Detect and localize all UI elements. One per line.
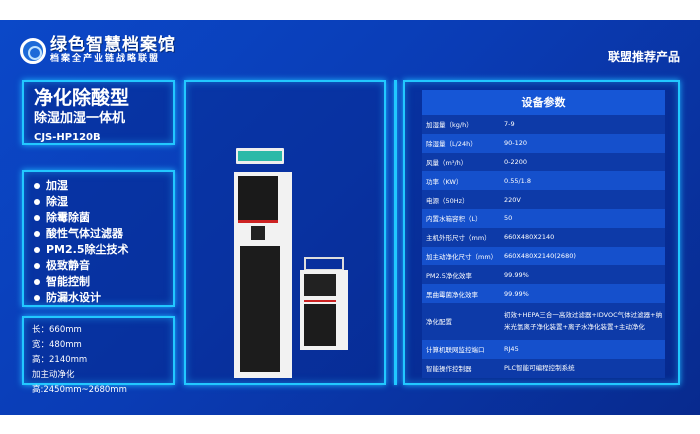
product-name: 净化除酸型 [34, 87, 130, 109]
spec-value: 50 [504, 214, 513, 223]
spec-value: 99.99% [504, 289, 529, 298]
main-unit [234, 148, 292, 378]
spec-value: 99.99% [504, 270, 529, 279]
spec-value: 220V [504, 195, 521, 204]
product-image [234, 148, 348, 378]
table-row: 电源（50Hz） 220V [422, 190, 665, 209]
table-row: PM2.5净化效率 99.99% [422, 265, 665, 285]
spec-value: 0.55/1.8 [504, 176, 531, 185]
table-row: 净化配置 初效+HEPA三合一高效过滤器+IDVOC气体过滤器+纳米光氢离子净化装… [422, 302, 665, 340]
specs-title: 设备参数 [422, 90, 665, 115]
divider [394, 80, 397, 385]
spec-value: 7-9 [504, 120, 515, 129]
feature-item: 除霉除菌 [34, 210, 163, 226]
spec-value: 90-120 [504, 139, 528, 148]
feature-item: 极致静音 [34, 258, 163, 274]
table-row: 黑曲霉菌净化效率 99.99% [422, 284, 665, 303]
feature-label: PM2.5除尘技术 [46, 243, 129, 256]
bullet-icon [34, 231, 40, 237]
brand-logo: 绿色智慧档案馆 档案全产业链战略联盟 [20, 36, 176, 65]
table-row: 主机外形尺寸（mm） 660X480X2140 [422, 227, 665, 247]
spec-key: 除湿量（L/24h） [426, 140, 477, 149]
spec-key: 加湿量（kg/h） [426, 121, 473, 130]
table-row: 加湿量（kg/h） 7-9 [422, 115, 665, 134]
spec-key: 智能操作控制器 [426, 365, 472, 374]
bullet-icon [34, 183, 40, 189]
spec-value: 660X480X2140 [504, 233, 555, 242]
feature-item: 酸性气体过滤器 [34, 226, 163, 242]
bullet-icon [34, 295, 40, 301]
dimensions-panel: 长：660mm 宽：480mm 高：2140mm 加主动净化高:2450mm~2680… [22, 316, 175, 395]
brand-title: 绿色智慧档案馆 [50, 35, 176, 55]
spec-value: 660X480X2140(2680) [504, 251, 576, 260]
spec-key: 计算机联网监控端口 [426, 346, 485, 355]
spec-key: 内置水箱容积（L） [426, 215, 482, 224]
feature-item: 加湿 [34, 178, 163, 194]
spec-value: 0-2200 [504, 157, 528, 166]
dimension-item: 加主动净化高:2450mm~2680mm [32, 370, 127, 395]
spec-key: 主机外形尺寸（mm） [426, 234, 491, 243]
product-title-panel: 净化除酸型 除湿加湿一体机 CJS-HP120B [22, 80, 175, 145]
feature-label: 防漏水设计 [46, 291, 101, 304]
bullet-icon [34, 199, 40, 205]
feature-item: PM2.5除尘技术 [34, 242, 163, 258]
features-panel: 加湿除湿除霉除菌酸性气体过滤器 PM2.5除尘技术极致静音智能控制防漏水设计 [22, 170, 175, 307]
table-row: 功率（KW） 0.55/1.8 [422, 171, 665, 191]
bullet-icon [34, 215, 40, 221]
feature-label: 除霉除菌 [46, 211, 90, 224]
spec-key: 风量（m³/h） [426, 158, 468, 167]
bullet-icon [34, 263, 40, 269]
dimension-item: 高：2140mm [32, 355, 88, 365]
feature-item: 智能控制 [34, 274, 163, 290]
table-row: 计算机联网监控端口 RJ45 [422, 339, 665, 359]
table-row: 风量（m³/h） 0-2200 [422, 152, 665, 172]
table-row: 内置水箱容积（L） 50 [422, 208, 665, 228]
logo-icon [20, 37, 46, 64]
brand-subtitle: 档案全产业链战略联盟 [50, 54, 161, 64]
spec-key: 加主动净化尺寸（mm） [426, 252, 498, 261]
spec-key: 黑曲霉菌净化效率 [426, 290, 478, 299]
feature-item: 除湿 [34, 194, 163, 210]
bullet-icon [34, 247, 40, 253]
product-image-panel [184, 80, 386, 385]
table-row: 除湿量（L/24h） 90-120 [422, 133, 665, 153]
dimension-item: 长：660mm [32, 325, 82, 335]
table-row: 加主动净化尺寸（mm） 660X480X2140(2680) [422, 246, 665, 266]
spec-value: RJ45 [504, 345, 519, 354]
feature-label: 除湿 [46, 195, 68, 208]
bullet-icon [34, 279, 40, 285]
spec-value: PLC智能可编程控制系统 [504, 364, 575, 373]
spec-key: 功率（KW） [426, 177, 463, 186]
portable-unit [300, 257, 348, 350]
product-subname: 除湿加湿一体机 [34, 111, 126, 126]
feature-label: 极致静音 [46, 259, 90, 272]
feature-label: 酸性气体过滤器 [46, 227, 123, 240]
spec-key: PM2.5净化效率 [426, 271, 472, 280]
spec-key: 电源（50Hz） [426, 196, 469, 205]
feature-label: 智能控制 [46, 275, 90, 288]
specs-table: 设备参数 加湿量（kg/h） 7-9 除湿量（L/24h） 90-120 风量（m³/h… [422, 90, 665, 378]
table-row: 智能操作控制器 PLC智能可编程控制系统 [422, 358, 665, 378]
feature-item: 防漏水设计 [34, 290, 163, 306]
spec-key: 净化配置 [426, 318, 452, 327]
alliance-recommended-label: 联盟推荐产品 [607, 50, 680, 64]
product-model: CJS-HP120B [34, 132, 101, 143]
spec-value: 初效+HEPA三合一高效过滤器+IDVOC气体过滤器+纳米光氢离子净化装置+离子… [504, 311, 663, 332]
feature-label: 加湿 [46, 179, 68, 192]
dimension-item: 宽：480mm [32, 340, 82, 350]
